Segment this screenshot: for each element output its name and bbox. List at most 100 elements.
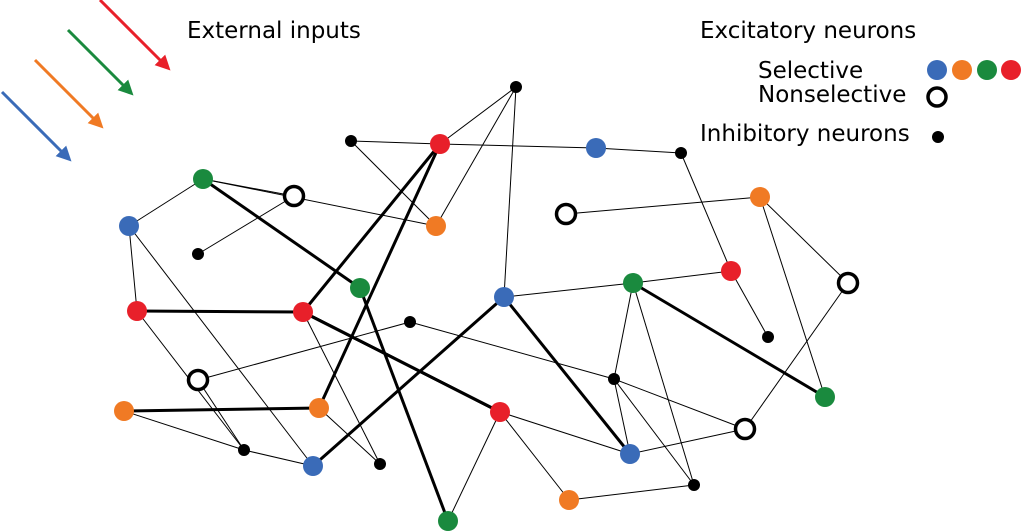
neuron-nonselective-w4	[186, 368, 210, 392]
connection-r2-k10	[302, 311, 381, 465]
connection-w1-k1	[197, 195, 295, 255]
legend-selective-blue	[927, 60, 947, 80]
connection-k6-w4	[197, 321, 411, 381]
neuron-nonselective-w3	[836, 271, 860, 295]
connection-r2-r3	[301, 143, 442, 313]
connection-g3-r4	[632, 270, 732, 284]
neuron-inhibitory-k3	[510, 81, 522, 93]
neuron-selective-g2	[350, 278, 370, 298]
neuron-selective-r1	[127, 301, 147, 321]
neuron-nonselective-w2	[554, 202, 578, 226]
connection-r1-r2	[136, 309, 304, 314]
connection-g3-k11	[632, 282, 695, 486]
connection-r5-b5	[499, 411, 631, 455]
connection-w2-o2	[565, 196, 761, 215]
neuron-selective-r6	[309, 398, 329, 418]
neuron-inhibitory-k6	[404, 316, 416, 328]
neuron-selective-b2	[586, 138, 606, 158]
connection-r3-b2	[439, 143, 597, 149]
neuron-inhibitory-k10	[374, 458, 386, 470]
external-input-arrows	[0, 0, 171, 162]
connection-b3-b5	[502, 296, 632, 455]
connection-g2-g5	[358, 287, 450, 522]
connection-w3-w5	[744, 282, 849, 430]
connection-r2-r5	[302, 310, 501, 414]
connection-g1-o1	[202, 178, 437, 227]
neuron-selective-r2	[293, 302, 313, 322]
connection-o3-r6	[123, 406, 320, 413]
neuron-selective-r3	[430, 134, 450, 154]
input-arrow-red	[98, 0, 171, 71]
connection-k4-r4	[680, 152, 732, 272]
connection-k2-o1	[350, 140, 437, 227]
connection-w4-k9	[197, 379, 245, 451]
neuron-inhibitory-k2	[345, 135, 357, 147]
connection-b3-b4	[312, 295, 505, 468]
connection-o4-k11	[568, 484, 695, 501]
neuron-inhibitory-k4	[675, 147, 687, 159]
legend-nonselective	[926, 86, 948, 108]
connection-g3-g4	[632, 281, 826, 399]
legend-selective-orange	[952, 60, 972, 80]
connection-k7-k11	[613, 378, 695, 486]
network-connections	[123, 86, 849, 522]
connection-r5-g5	[447, 411, 501, 522]
neuron-selective-r4	[721, 261, 741, 281]
legend-selective-red	[1001, 60, 1021, 80]
connection-r6-k10	[318, 407, 381, 465]
legend-inhibitory	[932, 131, 944, 143]
neuron-selective-b1	[119, 216, 139, 236]
connection-k6-k7	[409, 321, 615, 380]
connection-b1-b4	[128, 225, 314, 467]
neuron-selective-o2	[750, 187, 770, 207]
neuron-inhibitory-k9	[238, 444, 250, 456]
connection-b1-g1	[128, 178, 204, 227]
excitatory-neurons-label: Excitatory neurons	[700, 18, 916, 44]
neuron-nonselective-w1	[282, 184, 306, 208]
neuron-selective-g1	[193, 169, 213, 189]
nonselective-label: Nonselective	[758, 82, 906, 108]
neuron-nonselective-w5	[733, 417, 757, 441]
connection-b1-r1	[128, 225, 138, 312]
connection-k3-o1	[435, 86, 517, 227]
network-neurons	[114, 81, 860, 531]
connection-w5-k7	[613, 378, 746, 430]
external-inputs-label: External inputs	[187, 18, 361, 44]
connection-r3-k3	[439, 86, 517, 145]
connection-r6-r3	[317, 143, 442, 409]
neuron-selective-b3	[494, 287, 514, 307]
neuron-selective-o3	[114, 401, 134, 421]
input-arrow-green	[66, 28, 134, 96]
neuron-selective-g5	[438, 511, 458, 531]
connection-k7-b5	[613, 378, 631, 455]
connection-o3-k9	[123, 410, 245, 451]
connection-o2-g4	[759, 196, 826, 398]
connection-g3-k7	[613, 282, 634, 380]
neuron-selective-o4	[559, 490, 579, 510]
neuron-inhibitory-k5	[762, 331, 774, 343]
legend-selective-green	[977, 60, 997, 80]
neuron-selective-g3	[623, 273, 643, 293]
connection-b2-k4	[595, 147, 682, 154]
input-arrow-orange	[33, 58, 104, 129]
neuron-selective-b4	[303, 456, 323, 476]
connection-k2-r3	[350, 140, 441, 145]
connection-g1-g2	[202, 177, 361, 290]
connection-r4-k5	[730, 270, 769, 338]
connection-b3-g3	[503, 282, 634, 298]
connection-r5-o4	[499, 411, 570, 501]
connection-o2-w3	[759, 196, 849, 284]
neuron-selective-b5	[620, 444, 640, 464]
inhibitory-neurons-label: Inhibitory neurons	[700, 121, 910, 147]
neuron-inhibitory-k7	[608, 373, 620, 385]
neuron-selective-o1	[426, 216, 446, 236]
neuron-selective-g4	[815, 387, 835, 407]
selective-label: Selective	[758, 58, 863, 84]
connection-k9-b4	[243, 449, 314, 467]
neuron-inhibitory-k1	[192, 248, 204, 260]
input-arrow-blue	[0, 90, 72, 162]
legend	[926, 60, 1021, 143]
neuron-inhibitory-k11	[688, 479, 700, 491]
connection-b5-w5	[629, 428, 746, 455]
